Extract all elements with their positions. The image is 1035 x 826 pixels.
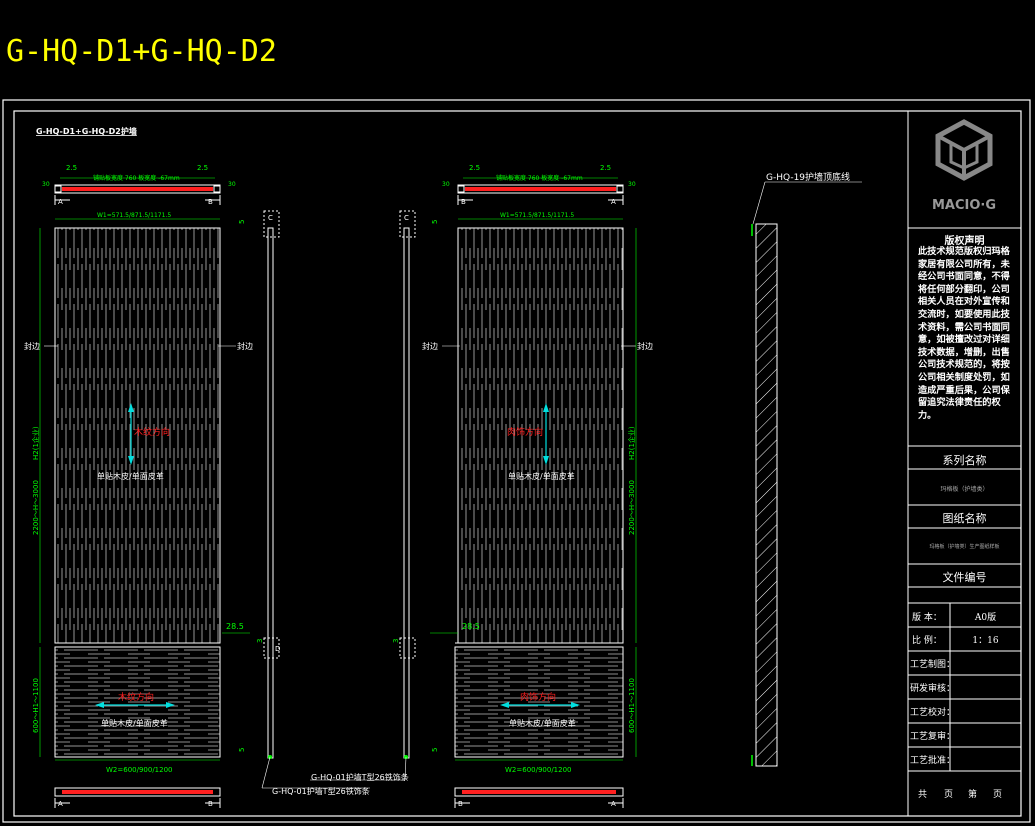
left-material-lower: 单贴木皮/单面皮革 (101, 718, 168, 728)
left-grain-upper: 木纹方向 (134, 426, 170, 438)
right-width-top: W1=571.5/871.5/1171.5 (500, 212, 574, 219)
section-c-left: C (268, 214, 273, 222)
right-width-bottom: W2=600/900/1200 (505, 766, 572, 774)
left-dim-right: 2.5 (197, 164, 208, 172)
brand-name: MACIO·G (932, 198, 996, 213)
right-bottom-section-b: B (458, 800, 463, 808)
left-dim-left: 2.5 (66, 164, 77, 172)
right-material-upper: 单贴木皮/单面皮革 (508, 471, 575, 481)
row-label-review: 研发审核： (910, 684, 956, 694)
left-section-b: B (208, 198, 213, 206)
section-d-left: D (275, 645, 280, 653)
left-side-profile: C D 3 G-HQ-01护墙T型26铁饰条 G-HQ-01护墙T型26铁饰条 (256, 210, 409, 796)
left-bottom-section-a: A (58, 800, 63, 808)
page-title: G-HQ-D1+G-HQ-D2 (6, 34, 277, 69)
section-c-right: C (404, 214, 409, 222)
row-label-approve: 工艺批准： (910, 756, 956, 766)
callout-t2: G-HQ-01护墙T型26铁饰条 (272, 786, 370, 796)
right-edge-left: 封边 (422, 341, 438, 351)
page-unit2-label: 页 (993, 790, 1003, 800)
left-height-range: 2200～H～3000 (32, 480, 40, 535)
left-panel: A B 铺贴板宽度 760 板宽度 -67mm 2.5 2.5 30 30 W1… (24, 164, 253, 808)
version-value: A0版 (974, 613, 997, 623)
page-num-label: 第 (968, 790, 978, 800)
left-material-upper: 单贴木皮/单面皮革 (97, 471, 164, 481)
copyright-title: 版权声明 (944, 236, 985, 247)
right-panel: B A 铺贴板宽度 760 板宽度 -67mm 2.5 2.5 30 30 W1… (422, 164, 653, 808)
right-dim-right-small: 30 (628, 181, 636, 188)
scale-label: 比 例： (912, 636, 942, 646)
drawing-label: 图纸名称 (942, 512, 987, 525)
right-dim-5a: 5 (431, 220, 439, 224)
callout-top-line: G-HQ-19护墙顶底线 (766, 171, 850, 183)
page-total-label: 共 (918, 790, 928, 800)
left-height-lower: 600～H1～1100 (32, 678, 40, 733)
left-dim-offset: 28.5 (226, 622, 244, 631)
right-dim-left: 2.5 (469, 164, 480, 172)
version-label: 版 本： (912, 613, 942, 623)
left-height-upper: H2(1企业) (31, 426, 40, 460)
right-dim-left-small: 30 (442, 181, 450, 188)
file-label: 文件编号 (942, 571, 987, 584)
right-dim-offset: 28.5 (462, 622, 480, 631)
left-edge-left: 封边 (24, 341, 40, 351)
left-dim-5b: 5 (238, 748, 246, 752)
drawing-value: 玛格板（护墙类）生产图纸样板 (929, 544, 1000, 550)
right-dim-3: 3 (392, 639, 400, 643)
left-dim-5a: 5 (238, 220, 246, 224)
right-material-lower: 单贴木皮/单面皮革 (509, 718, 576, 728)
left-edge-right: 封边 (237, 341, 253, 351)
left-dim-left-small: 30 (42, 181, 50, 188)
left-dim-right-small: 30 (228, 181, 236, 188)
right-height-lower: 600～H1～1100 (628, 678, 636, 733)
right-section-a: A (611, 198, 616, 206)
right-height-range: 2200～H～3000 (628, 480, 636, 535)
top-line-profile: G-HQ-19护墙顶底线 (751, 171, 862, 767)
right-edge-right: 封边 (637, 341, 653, 351)
right-section-b: B (461, 198, 466, 206)
callout-t1: G-HQ-01护墙T型26铁饰条 (311, 772, 409, 782)
series-value: 玛格板（护墙类） (940, 486, 989, 493)
left-bottom-section-b: B (208, 800, 213, 808)
right-grain-upper: 肉饰方向 (507, 426, 543, 438)
left-grain-lower: 木纹方向 (118, 691, 154, 703)
brand-logo-icon (935, 119, 993, 181)
right-grain-lower: 肉饰方向 (520, 691, 556, 703)
scale-value: 1：16 (972, 636, 999, 646)
right-side-profile: C 3 (392, 210, 416, 781)
left-section-a: A (58, 198, 63, 206)
copyright-body: 此技术规范版权归玛格家居有限公司所有，未经公司书面同意，不得将任何部分翻印，公司… (918, 246, 1010, 421)
series-label: 系列名称 (942, 454, 987, 467)
page-unit1-label: 页 (944, 790, 954, 800)
left-width-top: W1=571.5/871.5/1171.5 (97, 212, 171, 219)
left-width-bottom: W2=600/900/1200 (106, 766, 173, 774)
right-dim-5b: 5 (431, 748, 439, 752)
sheet-title: G-HQ-D1+G-HQ-D2护墙 (36, 126, 137, 136)
right-dim-right: 2.5 (600, 164, 611, 172)
row-label-draw: 工艺制图： (910, 660, 956, 670)
row-label-check: 工艺校对： (910, 708, 956, 718)
left-dim-3: 3 (256, 639, 264, 643)
right-bottom-section-a: A (611, 800, 616, 808)
row-label-recheck: 工艺复审： (910, 732, 956, 742)
title-block-frame (907, 110, 1022, 817)
right-height-upper: H2(1企业) (627, 426, 636, 460)
